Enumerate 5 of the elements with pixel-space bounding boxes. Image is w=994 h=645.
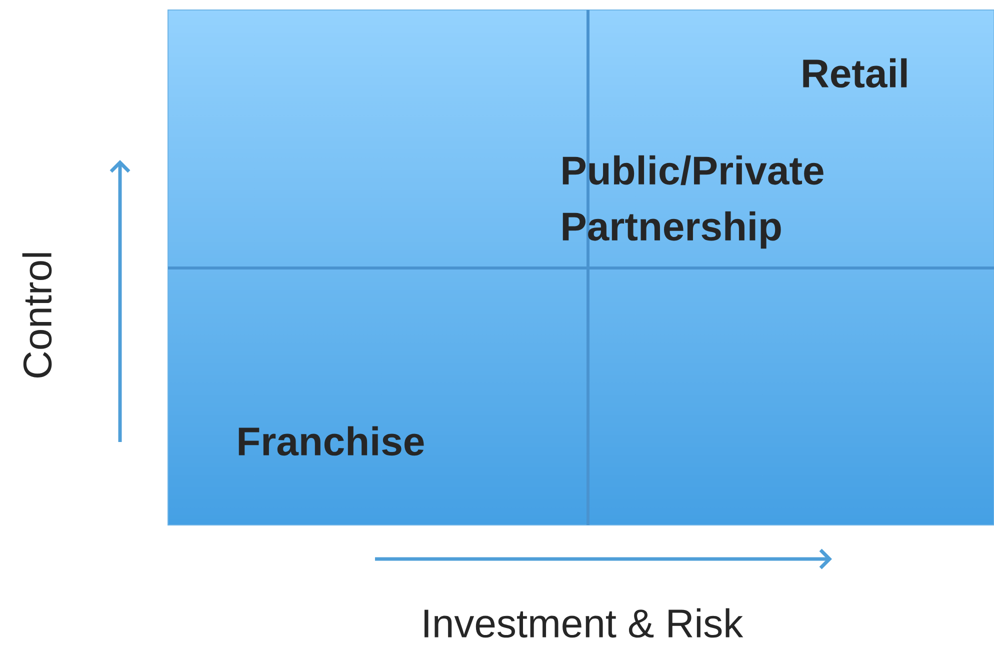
quadrant-label: Public/Private Partnership — [562, 155, 824, 249]
axis-label: Investment & Risk — [424, 608, 744, 638]
quadrant-label: Retail — [803, 58, 907, 88]
quadrant-label: Franchise — [238, 426, 424, 456]
axis-label: Control — [22, 253, 52, 378]
